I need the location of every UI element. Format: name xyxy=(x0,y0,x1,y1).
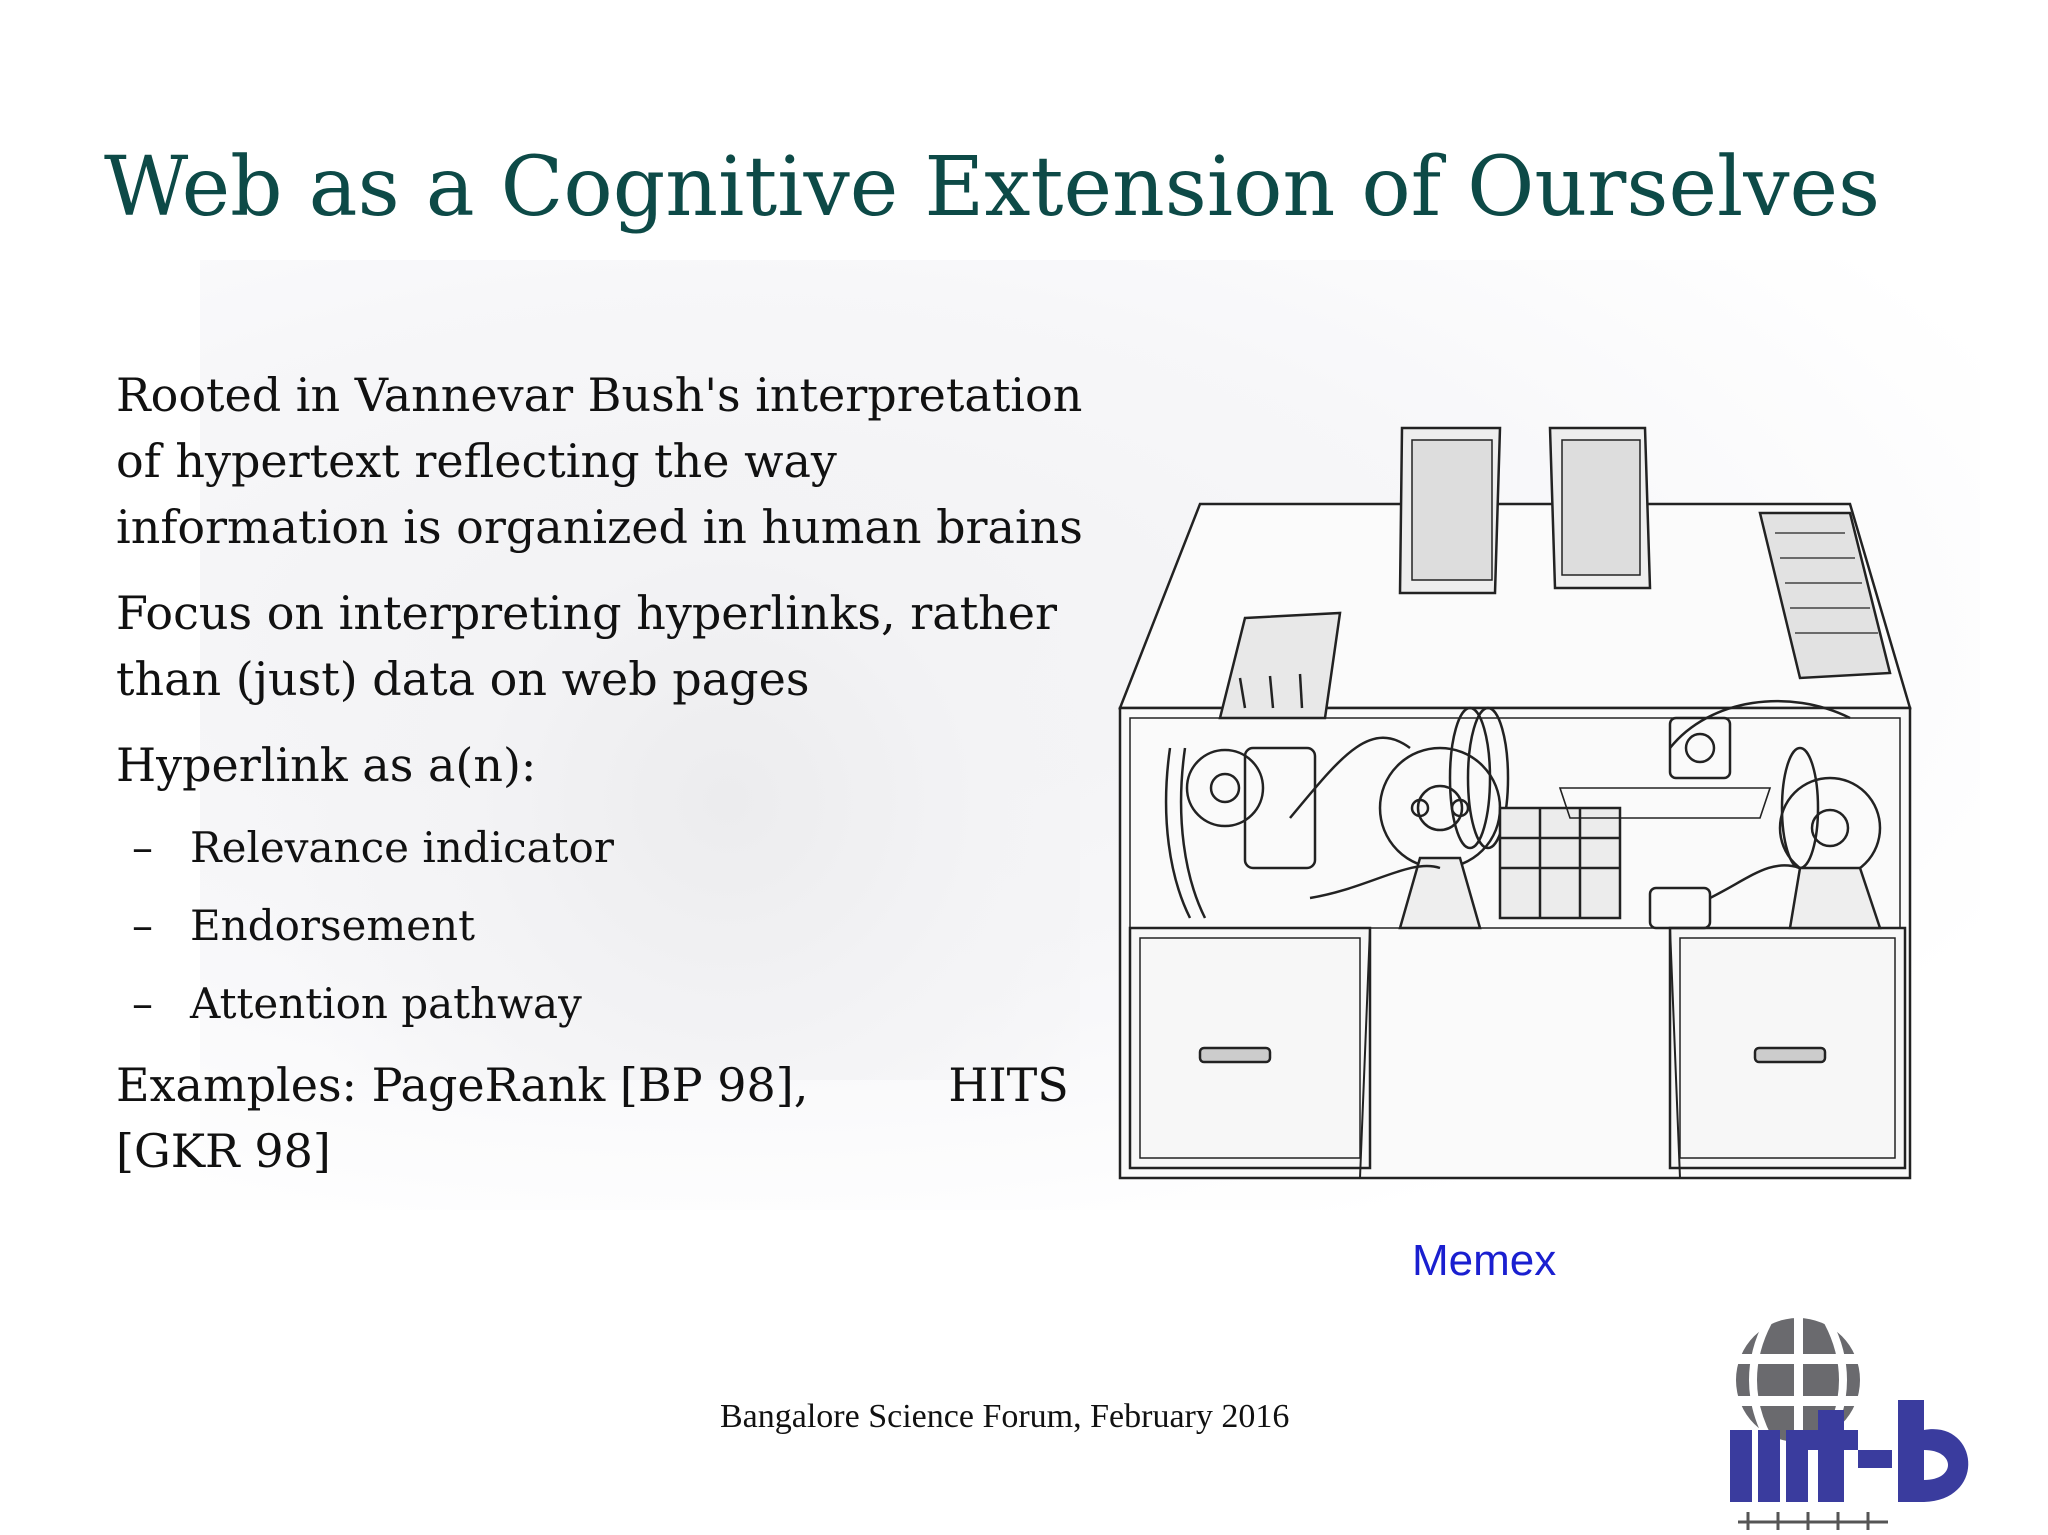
paragraph-focus: Focus on interpreting hyperlinks, rather… xyxy=(116,586,1058,706)
bullet-item: – Attention pathway xyxy=(132,974,1096,1034)
slide-footer: Bangalore Science Forum, February 2016 xyxy=(720,1398,1290,1435)
bullet-text: Endorsement xyxy=(190,901,475,950)
iiitb-logo xyxy=(1730,1314,1969,1530)
bullet-dash: – xyxy=(132,901,153,950)
examples-hits: HITS xyxy=(948,1058,1069,1112)
paragraph-hyperlink: Hyperlink as a(n): xyxy=(116,738,537,792)
bullet-item: – Endorsement xyxy=(132,896,1096,956)
slide-body: Rooted in Vannevar Bush's interpretation… xyxy=(116,362,1096,1184)
bullet-item: – Relevance indicator xyxy=(132,818,1096,878)
examples-pagerank: Examples: PageRank [BP 98], xyxy=(116,1058,809,1112)
examples-gkr: [GKR 98] xyxy=(116,1124,331,1178)
bullet-text: Relevance indicator xyxy=(190,823,614,872)
memex-illustration xyxy=(1118,426,1912,1180)
slide-title: Web as a Cognitive Extension of Ourselve… xyxy=(104,140,1881,235)
background-flare xyxy=(200,460,1080,1080)
figure-caption: Memex xyxy=(1412,1236,1557,1285)
bullet-text: Attention pathway xyxy=(190,979,582,1028)
bullet-dash: – xyxy=(132,823,153,872)
examples-line: Examples: PageRank [BP 98], HITS [GKR 98] xyxy=(116,1052,1096,1184)
globe-icon xyxy=(1732,1314,1866,1444)
paragraph-bush: Rooted in Vannevar Bush's interpretation… xyxy=(116,368,1083,554)
bullet-dash: – xyxy=(132,979,153,1028)
